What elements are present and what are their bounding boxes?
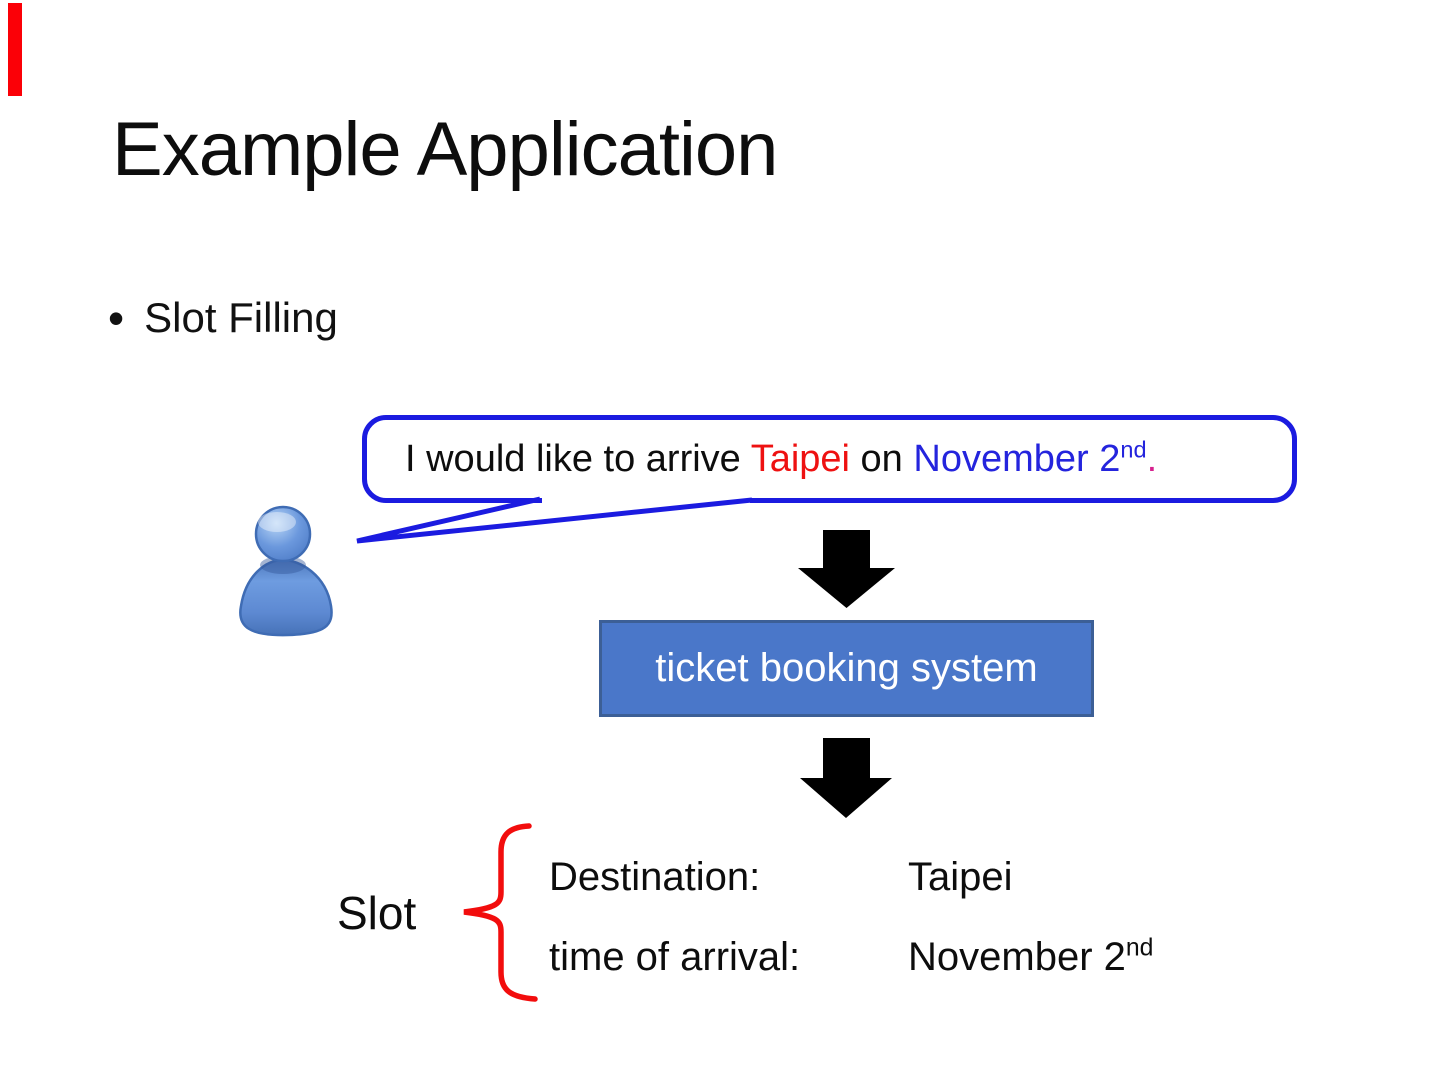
bullet-item: • Slot Filling [108, 294, 338, 342]
down-arrow-icon [800, 738, 892, 818]
slot-value-ordinal: nd [1125, 934, 1154, 962]
slot-row-destination: Destination: Taipei [549, 855, 1013, 900]
utterance-date: November 2 [913, 437, 1121, 480]
slot-label: Slot [337, 887, 417, 939]
system-box-label: ticket booking system [655, 646, 1038, 690]
utterance-period: . [1146, 437, 1158, 480]
speech-bubble: I would like to arrive Taipei on Novembe… [362, 415, 1297, 503]
person-head-highlight [258, 512, 296, 532]
slot-key: Destination: [549, 855, 761, 899]
slot-value: November 2nd [908, 935, 1153, 980]
utterance-date-ordinal: nd [1120, 435, 1147, 462]
bullet-label: Slot Filling [144, 294, 338, 341]
slide-title: Example Application [112, 107, 778, 192]
slot-row-time-of-arrival: time of arrival: November 2nd [549, 935, 1153, 980]
bullet-marker: • [108, 292, 125, 344]
person-neck-shadow [260, 556, 306, 574]
slot-value-text: November 2 [908, 935, 1126, 979]
down-arrow-icon [798, 530, 895, 608]
left-curly-brace-icon [463, 823, 538, 1002]
utterance-text: I would like to arrive Taipei on Novembe… [405, 435, 1158, 481]
ticket-booking-system-box: ticket booking system [599, 620, 1094, 717]
slot-key: time of arrival: [549, 935, 801, 979]
red-accent-ribbon [8, 3, 22, 96]
utterance-part2: on [849, 437, 914, 480]
slot-value: Taipei [908, 855, 1013, 900]
slot-value-text: Taipei [908, 855, 1013, 899]
utterance-destination: Taipei [750, 437, 850, 480]
person-icon [239, 505, 333, 637]
person-head [254, 505, 312, 563]
utterance-part1: I would like to arrive [405, 437, 751, 480]
